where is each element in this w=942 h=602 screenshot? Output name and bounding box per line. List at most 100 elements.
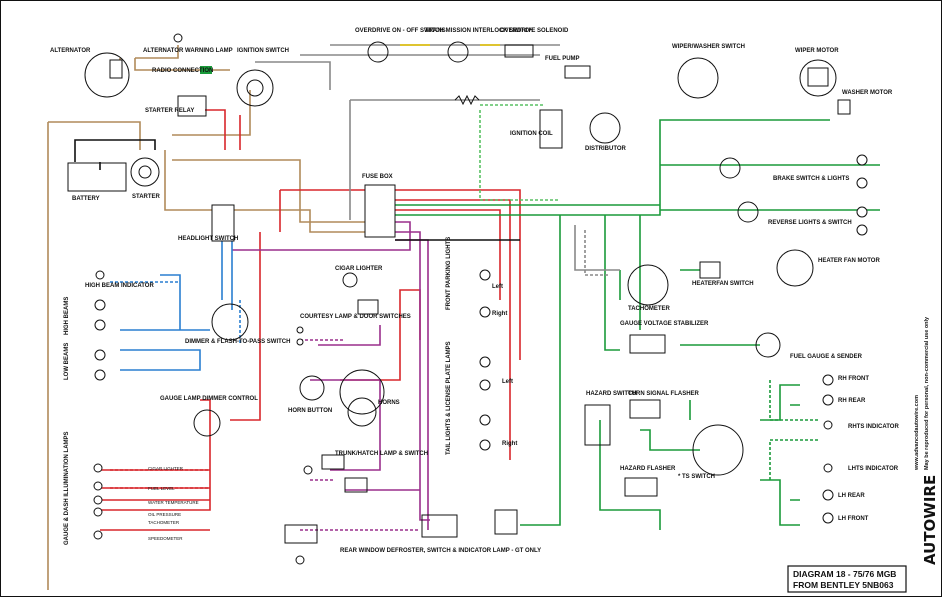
starter-relay-symbol [177, 95, 207, 117]
label-overdrive-switch: OVERDRIVE ON - OFF SWITCH [355, 28, 444, 34]
fuel-gauge-symbol [755, 332, 781, 358]
label-wiper-motor: WIPER MOTOR [795, 48, 839, 54]
starter-symbol [130, 157, 160, 187]
label-left-front: Left [492, 284, 503, 290]
dimmer-switch-symbol [211, 303, 249, 341]
lamp-lh-front [822, 512, 834, 524]
label-fuel-pump: FUEL PUMP [545, 56, 580, 62]
label-radio: RADIO CONNECTION [152, 68, 213, 74]
label-washer-motor: WASHER MOTOR [842, 90, 893, 96]
label-reverse-switch: REVERSE LIGHTS & SWITCH [768, 220, 852, 226]
tachometer-symbol [627, 264, 669, 306]
lamp-high-beam-1 [94, 299, 106, 311]
wire-dashed-6 [110, 469, 210, 489]
label-ignition-switch: IGNITION SWITCH [237, 48, 289, 54]
lamp-dash-3 [93, 495, 103, 505]
horn-button-symbol [299, 375, 325, 401]
lamp-courtesy-1 [296, 326, 304, 334]
resistor-symbol [454, 94, 480, 106]
wire-red-3 [205, 109, 241, 150]
label-right-rear: Right [502, 441, 517, 447]
ignition-coil-symbol [539, 109, 563, 149]
lamp-high-beam-2 [94, 319, 106, 331]
label-horn-button: HORN BUTTON [288, 408, 332, 414]
label-lamp-water: WATER TEMPERATURE [148, 500, 199, 505]
defroster-grid-symbol [284, 524, 318, 544]
label-high-beam-ind: HIGH BEAM INDICATOR [85, 283, 154, 289]
label-lamp-speedo: SPEEDOMETER [148, 536, 183, 541]
lamp-trunk [303, 465, 313, 475]
wire-brown-2 [172, 90, 365, 223]
lamp-rh-rear [822, 394, 834, 406]
wire-blue-1 [120, 240, 233, 371]
alt-warning-lamp [173, 33, 183, 43]
label-cigar-lighter: CIGAR LIGHTER [335, 266, 383, 272]
wire-green-3 [599, 400, 700, 530]
label-gauge-voltage: GAUGE VOLTAGE STABILIZER [620, 321, 709, 327]
ignition-switch-symbol [236, 69, 274, 107]
label-lamp-fuel: FUEL LEVEL [148, 486, 175, 491]
overdrive-switch-symbol [367, 41, 389, 63]
label-starter-relay: STARTER RELAY [145, 108, 194, 114]
lamp-front-park-r [479, 306, 491, 318]
hazard-flasher-symbol [624, 477, 658, 497]
lamp-tail-1 [479, 356, 491, 368]
brand-logo: AUTOWIRE [921, 475, 939, 565]
label-alt-warning: ALTERNATOR WARNING LAMP [143, 48, 233, 54]
label-courtesy: COURTESY LAMP & DOOR SWITCHES [300, 314, 411, 320]
label-high-beams: HIGH BEAMS [64, 297, 70, 335]
label-distributor: DISTRIBUTOR [585, 146, 627, 152]
label-low-beams: LOW BEAMS [64, 343, 70, 380]
label-tachometer: TACHOMETER [628, 306, 671, 312]
label-gauge-dash: GAUGE & DASH ILLUMINATION LAMPS [64, 431, 70, 545]
title-box: DIAGRAM 18 - 75/76 MGB FROM BENTLEY 5NB0… [787, 565, 907, 593]
wire-dashed-5 [584, 230, 610, 276]
wire-dashed-2 [110, 281, 241, 345]
wire-red-2 [100, 399, 211, 531]
lamp-low-beam-2 [94, 369, 106, 381]
label-ignition-coil: IGNITION COIL [510, 131, 553, 137]
turn-flasher-symbol [629, 399, 661, 419]
lamp-reverse-1 [856, 206, 868, 218]
label-lamp-tach: TACHOMETER [148, 520, 180, 525]
heater-fan-motor-symbol [776, 249, 814, 287]
wire-dashed-3 [300, 339, 420, 531]
label-right-front: Right [492, 311, 507, 317]
lamp-dash-1 [93, 463, 103, 473]
heater-fan-switch-symbol [699, 261, 721, 279]
lamp-high-beam-ind [95, 270, 105, 280]
label-lhts: LHTS INDICATOR [848, 466, 899, 472]
label-hazard-flasher: HAZARD FLASHER [620, 466, 676, 472]
courtesy-lamp-symbol [357, 299, 379, 315]
lamp-dash-4 [93, 507, 103, 517]
lamp-tail-4 [479, 439, 491, 451]
wire-gray-1 [255, 44, 620, 271]
label-heater-fan-switch: HEATERFAN SWITCH [692, 281, 754, 287]
label-trunk-lamp: TRUNK/HATCH LAMP & SWITCH [335, 451, 428, 457]
label-gauge-dimmer: GAUGE LAMP DIMMER CONTROL [160, 396, 258, 402]
wire-green-2 [604, 215, 760, 351]
title-line1: DIAGRAM 18 - 75/76 MGB [793, 569, 896, 579]
label-tail-lights: TAIL LIGHTS & LICENSE PLATE LAMPS [446, 341, 452, 455]
label-rh-front: RH FRONT [838, 376, 869, 382]
label-rear-defroster: REAR WINDOW DEFROSTER, SWITCH & INDICATO… [340, 548, 541, 554]
trunk-lamp-symbol [321, 454, 345, 470]
fuel-pump-symbol [564, 65, 591, 79]
wiper-switch-symbol [677, 57, 719, 99]
label-rh-rear: RH REAR [838, 398, 866, 404]
label-ts-switch: * TS SWITCH [678, 474, 715, 480]
ts-switch-symbol [692, 424, 744, 476]
interlock-switch-symbol [447, 41, 469, 63]
wire-dashed-4 [769, 380, 820, 480]
label-turn-flasher: TURN SIGNAL FLASHER [628, 391, 700, 397]
washer-motor-symbol [837, 99, 851, 115]
sidebar-branding: www.advancedautowire.com May be reproduc… [914, 316, 939, 565]
label-hazard-switch: HAZARD SWITCH [586, 391, 637, 397]
lamp-tail-3 [479, 414, 491, 426]
lamp-lhts-ind [823, 463, 833, 473]
battery-symbol [67, 162, 127, 192]
label-lamp-oil: OIL PRESSURE [148, 512, 181, 517]
label-left-rear: Left [502, 379, 513, 385]
lamp-brake-1 [856, 154, 868, 166]
